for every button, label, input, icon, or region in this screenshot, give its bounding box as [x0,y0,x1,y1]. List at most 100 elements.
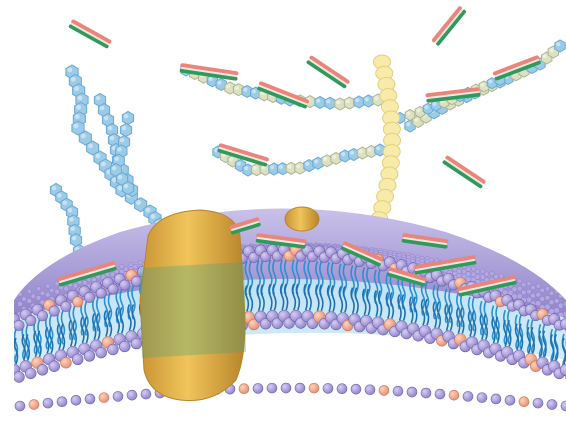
phospholipid-head-icon [393,386,403,396]
surface-head [49,288,54,293]
surface-head [531,285,536,290]
surface-head [545,295,550,300]
surface-head [554,298,559,303]
sugar-bead-icon [354,96,364,108]
phospholipid-head-icon [323,383,333,393]
peripheral-protein [285,207,319,231]
sugar-bead-icon [122,182,133,195]
phospholipid-head-icon [120,280,130,290]
surface-head [536,301,541,306]
phospholipid-head-icon [84,292,94,302]
phospholipid-head-icon [131,338,142,349]
sugar-bead-icon [405,110,415,121]
surface-head [40,291,45,296]
phospholipid-head-icon [108,284,118,294]
phospholipid-head-icon [351,384,361,394]
surface-head [18,302,23,307]
surface-head [481,269,485,273]
phospholipid-head-icon [505,395,515,405]
phospholipid-head-icon [49,361,60,372]
phospholipid-head-icon [239,384,249,394]
protein-membrane-section [140,262,246,358]
phospholipid-head-icon [57,397,67,407]
surface-head [527,281,531,285]
phospholipid-head-icon [421,388,431,398]
sugar-bead-icon [122,112,133,125]
phospholipid-head-icon [309,383,319,393]
surface-head [31,294,36,299]
phospholipid-head-icon [49,306,59,316]
surface-head [527,289,532,294]
surface-head [536,292,541,297]
surface-head [545,287,549,291]
phospholipid-head-icon [25,368,36,379]
surface-head [549,300,554,305]
phospholipid-head-icon [281,383,291,393]
surface-head [22,297,27,302]
phospholipid-head-icon [379,385,389,395]
phospholipid-head-icon [37,311,47,321]
sugar-bead-icon [555,40,565,52]
surface-head [554,308,559,313]
phospholipid-head-icon [73,297,83,307]
phospholipid-head-icon [71,395,81,405]
phospholipid-head-icon [435,389,445,399]
phospholipid-head-icon [99,393,109,403]
phospholipid-head-icon [61,301,71,311]
phospholipid-head-icon [96,288,106,298]
phospholipid-head-icon [127,390,137,400]
phospholipid-head-icon [14,372,25,383]
surface-head [521,290,526,295]
surface-head [64,286,69,291]
phospholipid-head-icon [533,398,543,408]
phospholipid-head-icon [449,390,459,400]
phospholipid-head-icon [43,398,53,408]
sugar-bead-icon [325,97,335,109]
sugar-bead-icon [363,95,373,107]
surface-head [490,271,494,275]
surface-head [540,288,545,293]
phospholipid-head-icon [337,384,347,394]
phospholipid-head-icon [37,364,48,375]
surface-head [471,267,475,271]
surface-head [540,296,545,301]
surface-head [530,293,535,298]
surface-head [55,289,60,294]
surface-head [138,260,142,264]
surface-head [45,292,50,297]
sugar-bead-icon [344,97,354,109]
phospholipid-head-icon [29,400,39,410]
surface-head [526,297,531,302]
sugar-bead-icon [315,96,325,108]
phospholipid-head-icon [253,383,263,393]
phospholipid-head-icon [14,320,24,330]
phospholipid-head-icon [365,385,375,395]
surface-head [27,289,31,293]
sugar-bead-icon [335,98,345,110]
surface-head [82,280,87,285]
phospholipid-head-icon [26,315,36,325]
surface-head [36,295,41,300]
sugar-bead-icon [120,124,131,137]
surface-head [549,291,554,296]
surface-head [545,304,550,309]
surface-head [536,284,540,288]
phospholipid-head-icon [463,391,473,401]
phospholipid-head-icon [72,354,83,365]
phospholipid-head-icon [96,347,107,358]
phospholipid-head-icon [61,357,72,368]
phospholipid-head-icon [113,391,123,401]
phospholipid-head-icon [131,276,141,286]
phospholipid-head-icon [407,387,417,397]
surface-head [73,283,78,288]
surface-head [55,281,59,285]
surface-head [120,264,124,268]
phospholipid-head-icon [84,351,95,362]
surface-head [27,298,32,303]
phospholipid-head-icon [547,400,557,410]
surface-head [129,262,133,266]
surface-head [36,287,40,291]
phospholipid-head-icon [267,383,277,393]
phospholipid-head-icon [477,393,487,403]
